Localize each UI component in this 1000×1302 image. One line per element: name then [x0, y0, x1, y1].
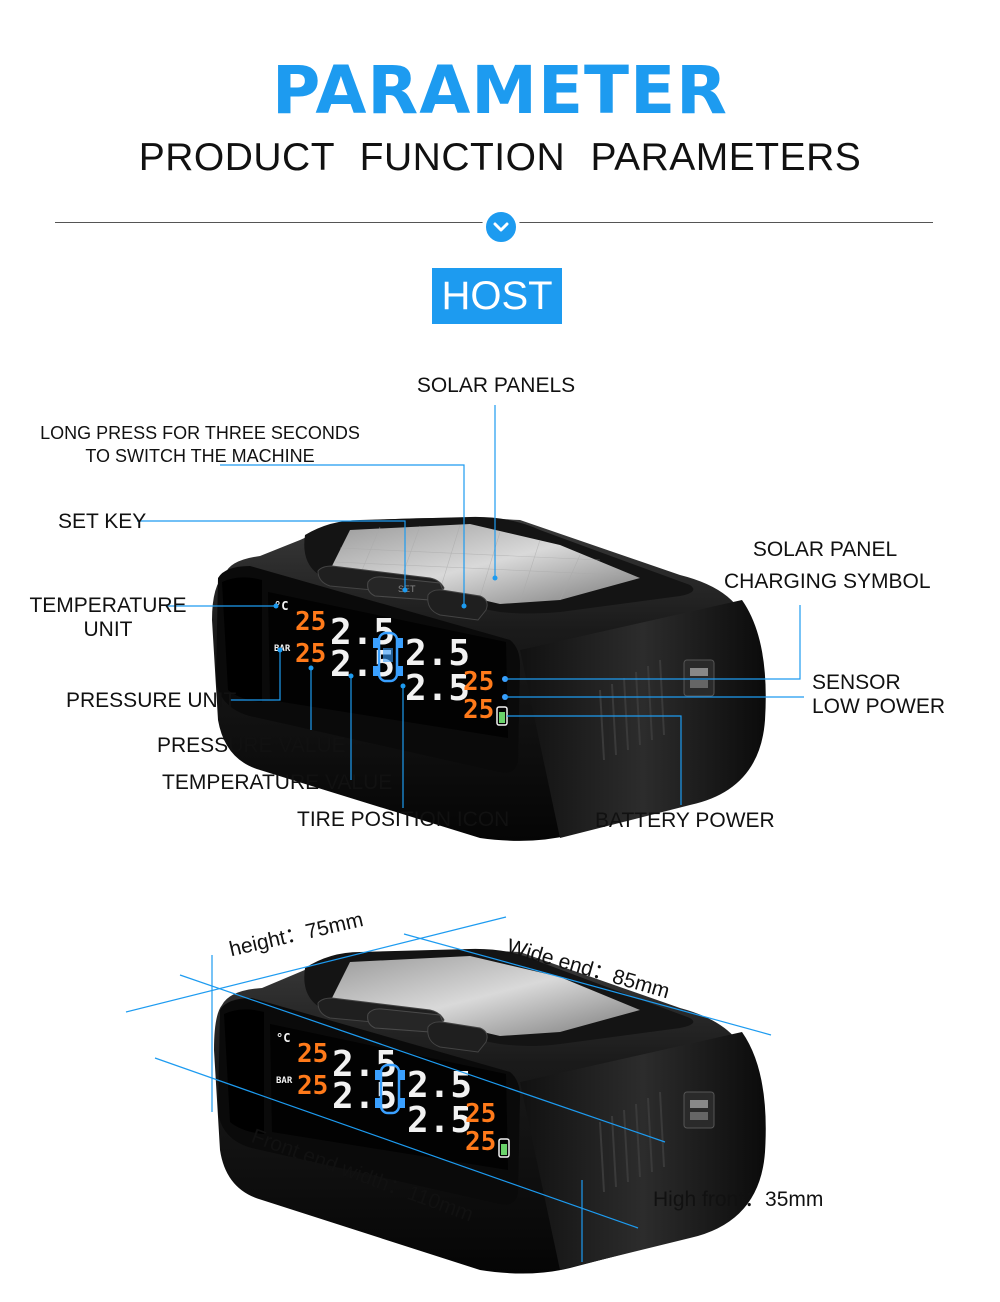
pressure-unit-glyph: BAR — [274, 644, 291, 654]
label-solar-charging-line2: CHARGING SYMBOL — [724, 570, 931, 593]
temp-value-rr-2: 25 — [465, 1127, 496, 1157]
usb-port — [683, 659, 715, 697]
device-body-2 — [214, 948, 766, 1274]
temp-value-fr-2: 25 — [465, 1099, 496, 1129]
label-battery-power: BATTERY POWER — [595, 809, 775, 832]
label-temperature-unit-line2: UNIT — [83, 618, 133, 641]
label-solar-panels: SOLAR PANELS — [416, 374, 576, 397]
leader-lines — [137, 405, 804, 808]
pressure-value-rr: 2.5 — [405, 668, 470, 709]
leader-dots — [273, 575, 498, 689]
page-title: PARAMETER — [272, 52, 728, 129]
temp-value-fl-2: 25 — [297, 1039, 328, 1069]
pressure-value-rr-2: 2.5 — [407, 1100, 472, 1141]
page-subtitle: PRODUCT FUNCTION PARAMETERS — [138, 136, 862, 179]
device-body: SET — [212, 516, 766, 841]
label-long-press-line2: TO SWITCH THE MACHINE — [85, 446, 315, 466]
label-sensor-line1: SENSOR — [812, 671, 901, 694]
temp-value-rl-2: 25 — [297, 1071, 328, 1101]
label-pressure-value: PRESSURE VALUE — [157, 734, 346, 757]
lcd-screen — [268, 592, 508, 738]
temp-value-fr: 25 — [463, 667, 494, 697]
label-set-key: SET KEY — [58, 510, 147, 533]
temp-value-rr: 25 — [463, 695, 494, 725]
dimension-diagram: °C BAR 25 25 2.5 2.5 2.5 2.5 25 25 — [125, 916, 772, 1274]
host-diagram: SET °C BAR 25 25 2.5 2.5 2.5 2.5 25 25 — [137, 405, 804, 841]
pressure-value-rl-2: 2.5 — [332, 1076, 397, 1117]
temperature-unit-glyph: °C — [274, 599, 288, 613]
chevron-down-icon — [482, 208, 520, 246]
label-pressure-unit: PRESSURE UNIT — [66, 689, 237, 712]
lcd-contents: °C BAR 25 25 2.5 2.5 2.5 2.5 25 25 — [274, 599, 494, 725]
battery-power-icon-2 — [498, 1138, 510, 1158]
label-temperature-value: TEMPERATURE VALUE — [162, 771, 393, 794]
label-long-press-line1: LONG PRESS FOR THREE SECONDS — [40, 423, 360, 443]
lcd-contents-2: °C BAR 25 25 2.5 2.5 2.5 2.5 25 25 — [276, 1031, 496, 1157]
label-sensor-line2: LOW POWER — [812, 695, 946, 718]
pressure-value-fr: 2.5 — [405, 633, 470, 674]
temperature-unit-glyph-2: °C — [276, 1031, 290, 1045]
tire-position-icon — [373, 631, 403, 683]
temp-value-rl: 25 — [295, 639, 326, 669]
label-high-front: High front：35mm — [653, 1188, 824, 1211]
temp-value-fl: 25 — [295, 607, 326, 637]
label-solar-charging-line1: SOLAR PANEL — [752, 538, 898, 561]
label-tire-position-icon: TIRE POSITION ICON — [297, 808, 510, 831]
label-temperature-unit-line1: TEMPERATURE — [29, 594, 187, 617]
tire-position-icon-2 — [375, 1063, 405, 1115]
section-badge-host: HOST — [432, 268, 562, 324]
pressure-unit-glyph-2: BAR — [276, 1076, 293, 1086]
vent-grille — [599, 659, 665, 761]
dimension-lines — [125, 916, 772, 1262]
